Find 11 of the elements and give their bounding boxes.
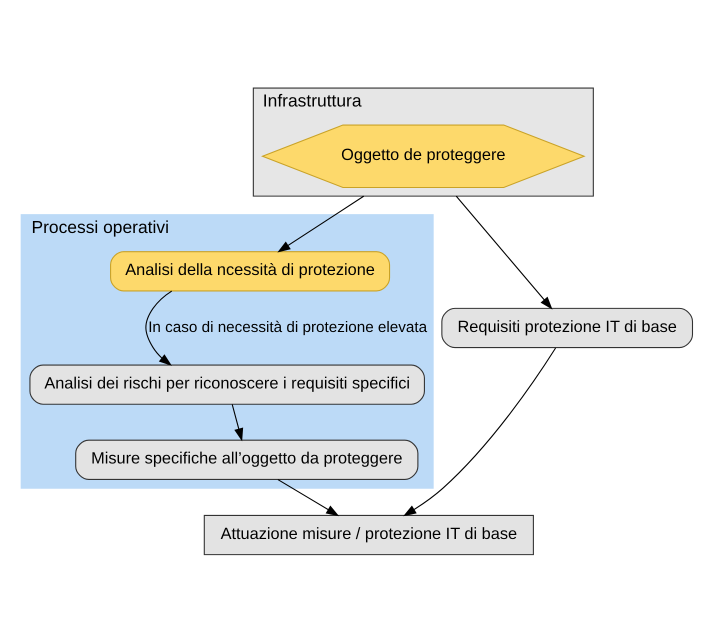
arrow bbox=[403, 347, 556, 516]
arrow bbox=[278, 478, 340, 516]
node-box: Attuazione misure / protezione IT di base bbox=[204, 514, 534, 555]
arrow bbox=[456, 195, 553, 310]
arrow bbox=[232, 404, 244, 441]
node-box: Misure specifiche all’oggetto da proteggere bbox=[75, 439, 418, 480]
arrow bbox=[145, 290, 172, 366]
node-box: Analisi dei rischi per riconoscere i requisiti specifici bbox=[29, 364, 425, 404]
edge-label: In caso di necessità di protezione elevata bbox=[148, 318, 428, 336]
node-box: Analisi della ncessità di protezione bbox=[110, 250, 390, 291]
node-box: Requisiti protezione IT di base bbox=[441, 307, 694, 348]
